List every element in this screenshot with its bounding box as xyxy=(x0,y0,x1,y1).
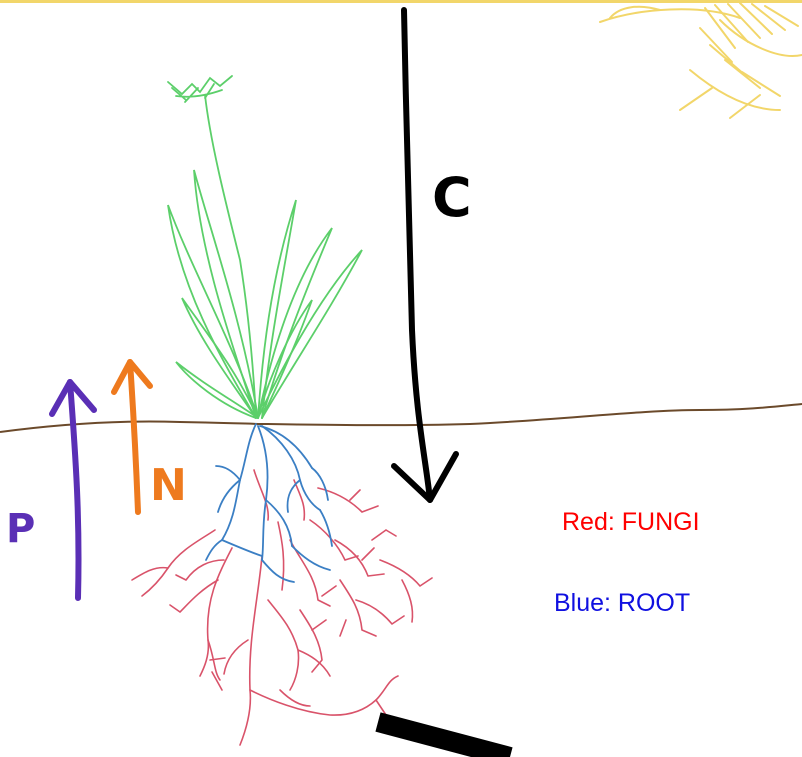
fungi-hyphae xyxy=(132,470,432,745)
legend-root-label: Blue: ROOT xyxy=(554,589,690,618)
nitrogen-arrow xyxy=(114,362,150,512)
grass-plant-icon xyxy=(168,76,362,418)
nitrogen-label: N xyxy=(150,460,187,511)
carbon-label: C xyxy=(432,166,472,229)
soil-surface-line xyxy=(0,404,802,432)
phosphorus-label: P xyxy=(6,506,35,552)
pointer-arrow-icon xyxy=(378,722,510,757)
phosphorus-arrow xyxy=(52,382,94,598)
sun-sketch-icon xyxy=(600,3,802,118)
root-system xyxy=(206,424,332,582)
legend-fungi-label: Red: FUNGI xyxy=(562,508,700,537)
carbon-arrow xyxy=(394,10,456,500)
